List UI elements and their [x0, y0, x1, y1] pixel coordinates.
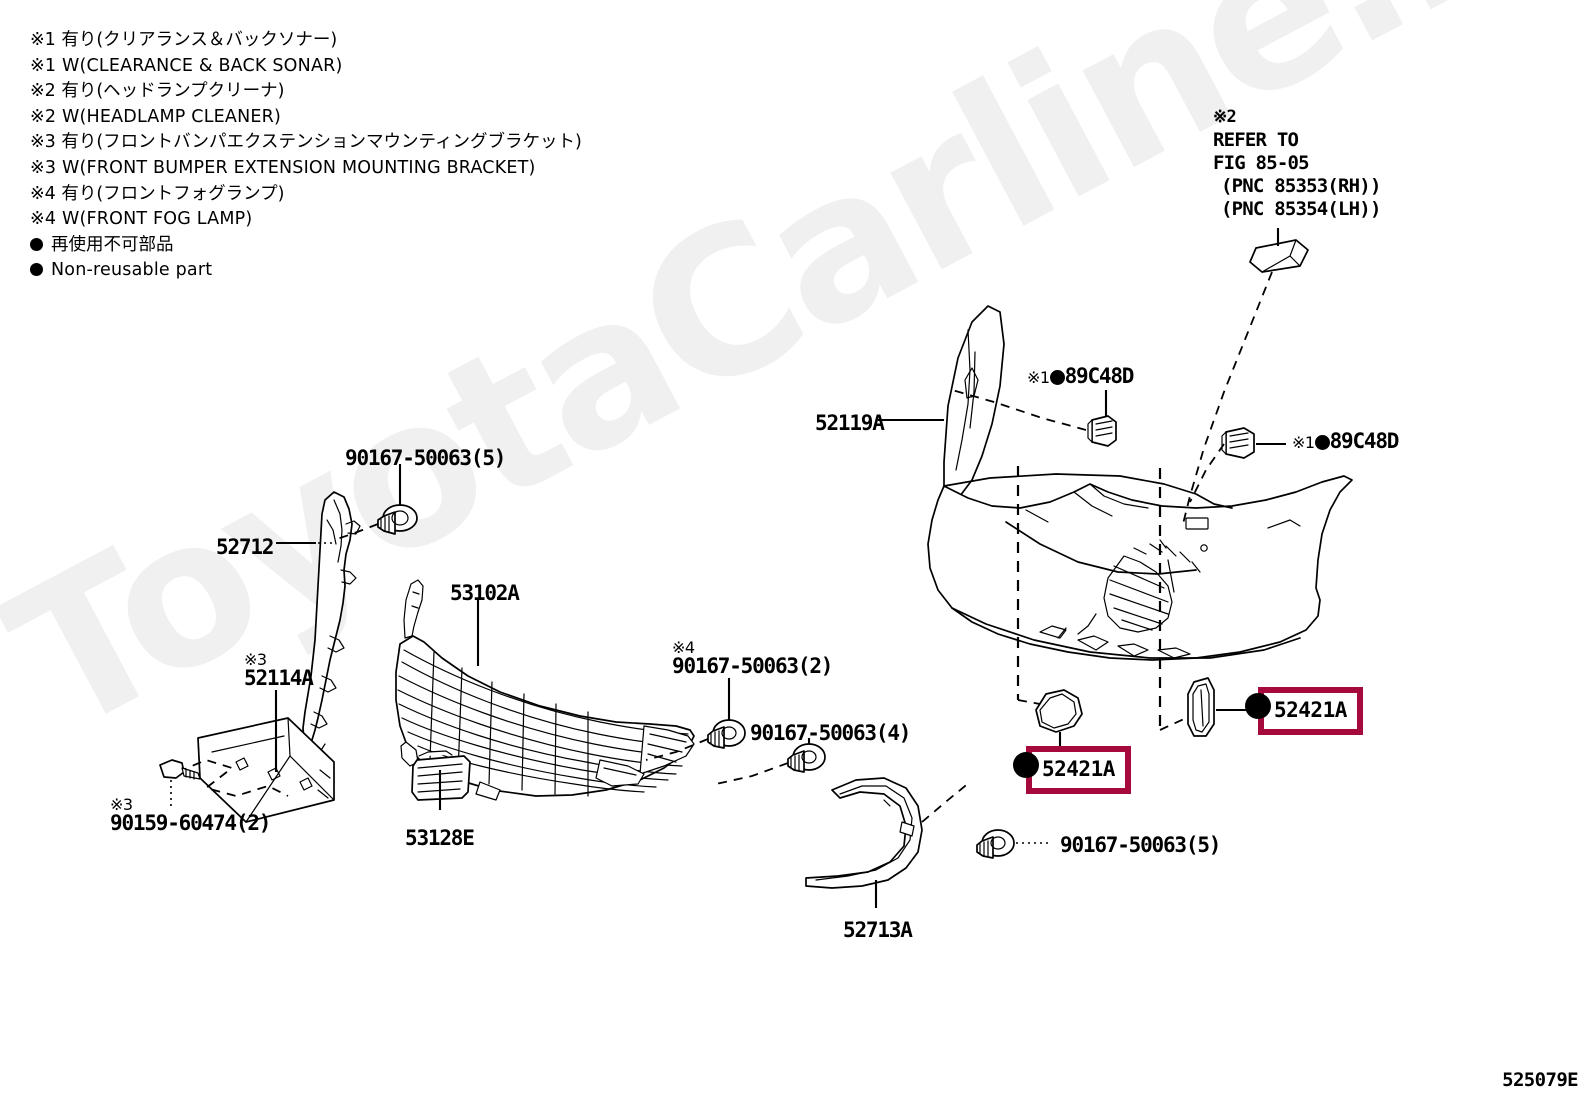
reference-note-line3: (PNC 85353(RH)) — [1221, 175, 1381, 197]
fastener-90167-top-left — [377, 504, 418, 535]
non-reusable-bullet-icon — [1049, 370, 1065, 385]
callout-90159-60474-2: ※3 90159-60474(2) — [110, 795, 271, 835]
legend-row: ※2 W(HEADLAMP CLEANER) — [30, 106, 282, 127]
fastener-90167-mid-2 — [787, 743, 826, 773]
highlighted-part-52421A-left[interactable]: 52421A — [1026, 746, 1131, 794]
legend-row: ※1 W(CLEARANCE & BACK SONAR) — [30, 55, 343, 76]
callout-marker: ※3 — [244, 650, 267, 669]
part-headlamp-washer-cap — [1181, 228, 1309, 529]
callout-number: 52713A — [843, 918, 913, 942]
part-53102A-grille — [395, 579, 695, 801]
legend-row-nonreusable-jp: 再使用不可部品 — [30, 233, 582, 259]
diagram-id: 525079E — [1502, 1069, 1578, 1091]
callout-52114A: ※3 52114A — [244, 650, 314, 690]
callout-number: 53102A — [450, 581, 520, 605]
non-reusable-bullet-icon — [1245, 693, 1271, 719]
callout-number: 89C48D — [1064, 364, 1135, 388]
non-reusable-bullet-icon — [1314, 435, 1330, 450]
callout-90167-50063-2: ※4 90167-50063(2) — [672, 638, 833, 678]
highlighted-part-52421A-right[interactable]: 52421A — [1258, 687, 1363, 735]
legend-row: ※3 W(FRONT BUMPER EXTENSION MOUNTING BRA… — [30, 157, 536, 178]
callout-marker: ※1 — [1292, 433, 1315, 452]
legend-row: ※2 有り(ヘッドランプクリーナ) — [30, 81, 285, 102]
callout-marker: ※3 — [110, 795, 133, 814]
reference-note-line1: REFER TO — [1213, 129, 1299, 151]
legend-row-nonreusable-en: Non-reusable part — [30, 258, 582, 284]
part-sonar-sensor-left — [951, 389, 1117, 447]
callout-53102A: 53102A — [450, 581, 520, 605]
reference-note-line2: FIG 85-05 — [1213, 152, 1310, 174]
fastener-90167-mid-1 — [707, 719, 746, 749]
legend-block: ※1 有り(クリアランス＆バックソナー) ※1 W(CLEARANCE & BA… — [30, 28, 582, 284]
part-52713A-moulding — [805, 777, 971, 889]
reference-note-marker: ※2 — [1213, 107, 1237, 127]
callout-52712: 52712 — [216, 535, 274, 559]
callout-52119A: 52119A — [815, 411, 885, 435]
legend-row: ※4 W(FRONT FOG LAMP) — [30, 209, 253, 230]
callout-90167-50063-5-top: 90167-50063(5) — [345, 446, 506, 470]
leader-lines — [274, 418, 1052, 908]
callout-number: 52421A — [1274, 698, 1347, 722]
callout-number: 53128E — [405, 826, 475, 850]
part-52421A-right — [1158, 468, 1252, 737]
reference-note-line4: (PNC 85354(LH)) — [1221, 198, 1381, 220]
reference-note: ※2 REFER TO FIG 85-05 (PNC 85353(RH)) (P… — [1213, 106, 1381, 221]
part-52114A-bracket — [177, 717, 335, 823]
fastener-90167-bottom — [976, 829, 1015, 859]
legend-row: ※3 有り(フロントバンパエクステンションマウンティングブラケット) — [30, 132, 582, 153]
part-52712-garnish — [302, 491, 361, 753]
callout-52713A: 52713A — [843, 918, 913, 942]
legend-row: ※1 有り(クリアランス＆バックソナー) — [30, 30, 338, 50]
callout-89C48D-left: ※1 89C48D — [1027, 364, 1135, 388]
callout-number: 90167-50063(4) — [750, 721, 911, 745]
part-52119A-bumper-cover — [927, 305, 1353, 661]
callout-number: 89C48D — [1329, 429, 1400, 453]
callout-89C48D-right: ※1 89C48D — [1292, 429, 1400, 453]
callout-53128E: 53128E — [405, 826, 475, 850]
callout-90167-50063-5-bottom: 90167-50063(5) — [1060, 833, 1221, 857]
callout-number: 90167-50063(5) — [345, 446, 506, 470]
callout-number: 90167-50063(5) — [1060, 833, 1221, 857]
callout-number: 90159-60474(2) — [110, 811, 271, 835]
part-sonar-sensor-right — [1189, 427, 1286, 503]
callout-number: 52712 — [216, 535, 274, 559]
fastener-90159-60474 — [159, 759, 201, 806]
non-reusable-bullet-icon — [30, 237, 43, 251]
callout-marker: ※4 — [672, 638, 695, 657]
non-reusable-bullet-icon — [30, 263, 43, 277]
non-reusable-bullet-icon — [1013, 752, 1039, 778]
legend-row: ※4 有り(フロントフォグランプ) — [30, 183, 285, 204]
callout-90167-50063-4: 90167-50063(4) — [750, 721, 911, 745]
callout-number: 52114A — [244, 666, 314, 690]
callout-number: 52421A — [1042, 757, 1115, 781]
callout-number: 90167-50063(2) — [672, 654, 833, 678]
callout-number: 52119A — [815, 411, 885, 435]
callout-marker: ※1 — [1027, 368, 1050, 387]
